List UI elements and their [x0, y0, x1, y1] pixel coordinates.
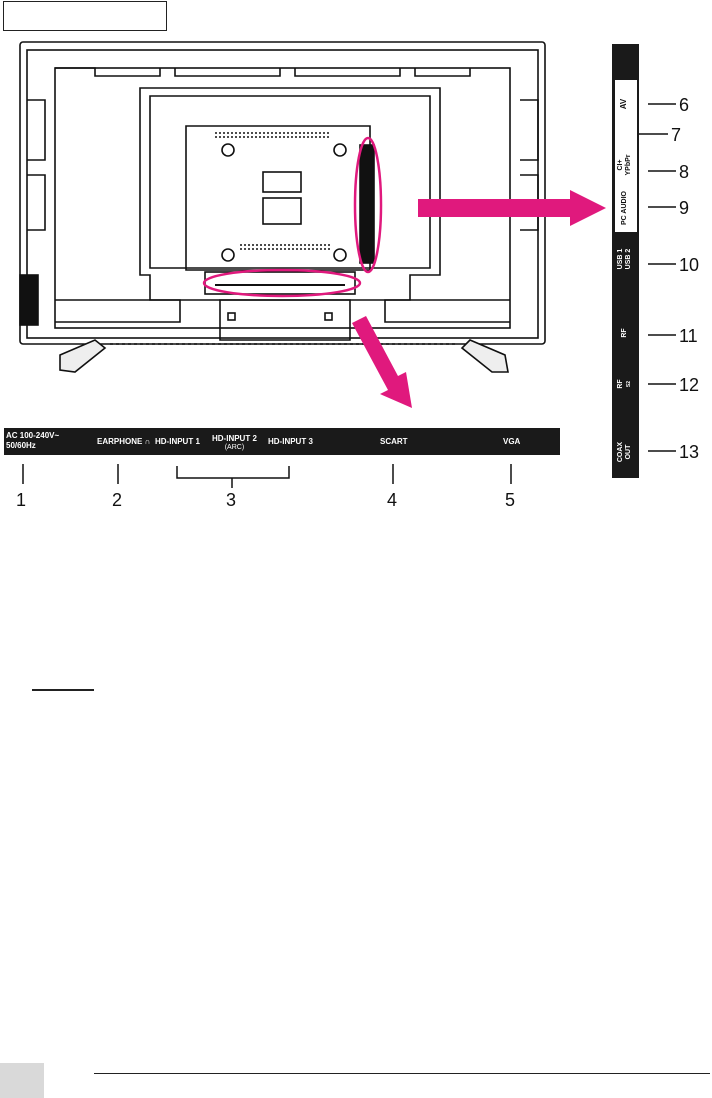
bottom-connector-strip	[204, 271, 356, 295]
callout-4: 4	[387, 490, 398, 510]
callout-1: 1	[16, 490, 27, 510]
hd-input-2-label: HD-INPUT 2 (ARC)	[212, 434, 257, 451]
callout-12: 12	[679, 375, 700, 395]
callout-3: 3	[226, 490, 237, 510]
vga-label: VGA	[503, 437, 521, 446]
callout-5: 5	[505, 490, 516, 510]
callout-6: 6	[679, 95, 690, 115]
callout-8: 8	[679, 162, 690, 182]
callout-7: 7	[671, 125, 682, 145]
side-connector-column	[359, 144, 375, 264]
tv-back-diagram	[19, 41, 676, 488]
hd-input-3-label: HD-INPUT 3	[268, 437, 313, 446]
footer-line	[94, 1073, 710, 1074]
callout-9: 9	[679, 198, 690, 218]
side-highlight-ellipse	[353, 136, 383, 274]
callout-13: 13	[679, 442, 700, 462]
bracket-3	[176, 466, 290, 488]
callout-10: 10	[679, 255, 700, 275]
stand-left	[59, 339, 107, 373]
headphone-icon: ∩	[144, 437, 151, 446]
arrow-right-icon	[418, 190, 606, 226]
ac-label: AC 100-240V~ 50/60Hz	[6, 431, 60, 450]
label-rect-bottom	[262, 197, 302, 225]
coax-out-label: COAX OUT	[617, 441, 632, 463]
av-label: AV	[619, 98, 628, 110]
rf-s2-label: RF S2	[617, 379, 632, 389]
usb-label: USB 1 USB 2	[617, 248, 632, 270]
note-underline	[32, 689, 94, 691]
callout-11: 11	[679, 326, 698, 346]
callout-2: 2	[112, 490, 123, 510]
rf-label: RF	[621, 328, 628, 338]
earphone-label: EARPHONE ∩	[97, 437, 151, 446]
bottom-highlight-ellipse	[202, 268, 362, 298]
side-panel-white-section	[615, 80, 637, 232]
stand-right	[460, 339, 509, 373]
bottom-connector-panel	[4, 428, 560, 455]
page-number-box	[0, 1063, 44, 1098]
pc-audio-label: PC AUDIO	[621, 191, 628, 225]
label-rect-top	[262, 171, 302, 193]
title-box	[3, 1, 167, 31]
hd-input-1-label: HD-INPUT 1	[155, 437, 200, 446]
tv-frame	[19, 41, 546, 345]
scart-label: SCART	[380, 437, 408, 446]
arrow-down-right-icon	[352, 316, 412, 408]
tv-rear-panel	[54, 67, 511, 329]
